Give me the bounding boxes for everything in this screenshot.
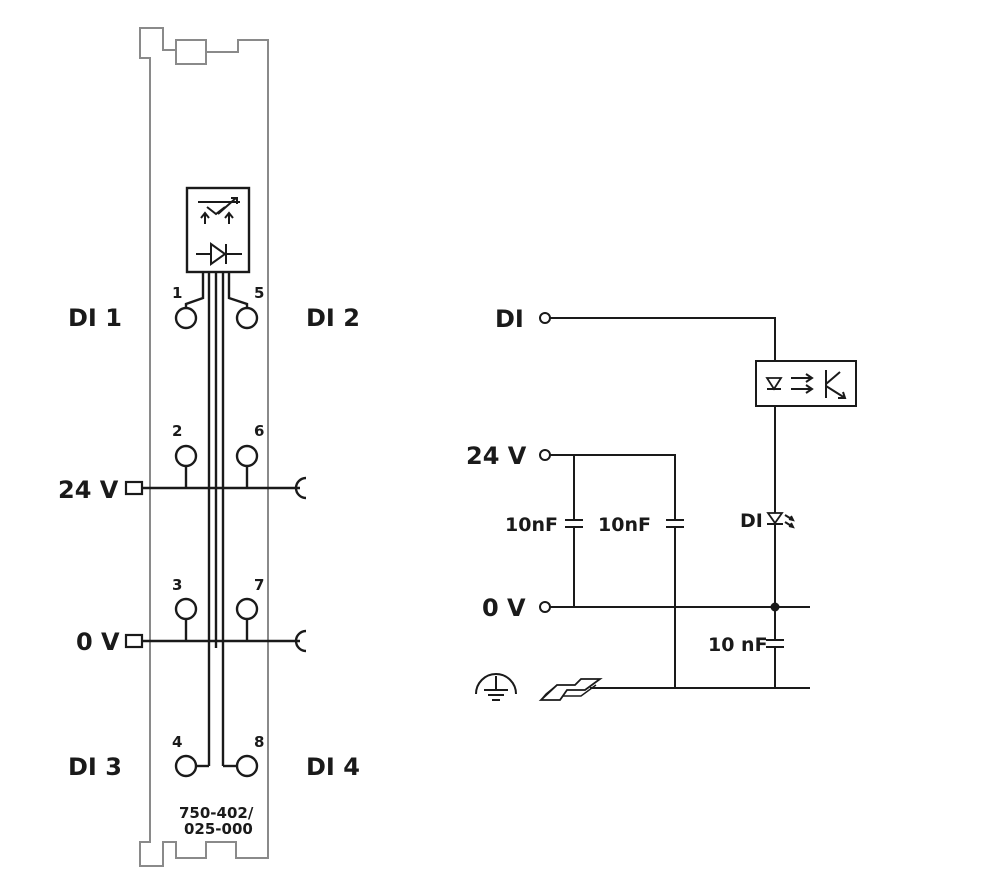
cap1-label: 10nF [505,514,558,536]
terminal-3[interactable]: 3 [172,576,198,621]
terminal-2[interactable]: 2 [172,422,198,468]
capacitor-2 [666,519,684,688]
terminal-6[interactable]: 6 [235,422,264,468]
din-rail-icon [538,678,603,701]
terminal-7[interactable]: 7 [235,576,264,621]
terminal-8[interactable]: 8 [235,733,264,778]
terminal-5[interactable]: 5 [235,284,264,330]
terminal-number: 2 [172,422,182,440]
status-led-box [185,186,251,274]
label-di2: DI 2 [306,304,360,332]
part-number-line2: 025-000 [184,820,253,838]
input-schematic: DI DI 24 V [466,305,857,701]
schematic-0v-label: 0 V [482,594,526,622]
terminal-number: 1 [172,284,182,302]
optocoupler-box [755,360,857,407]
status-led-icon [766,512,795,529]
terminal-number: 8 [254,733,264,751]
protective-earth-icon [475,673,517,701]
diode-icon [196,242,242,266]
rail-0v [124,629,307,653]
module-housing [139,27,269,867]
schematic-24v-label: 24 V [466,442,527,470]
label-0v: 0 V [76,628,120,656]
terminal-number: 6 [254,422,264,440]
part-number-line1: 750-402/ [179,804,254,822]
terminal-number: 5 [254,284,264,302]
di-input-node [539,312,551,324]
cap3-label: 10 nF [708,634,768,656]
schematic-di-label: DI [495,305,524,333]
optocoupler-icon [198,197,240,224]
terminal-number: 7 [254,576,264,594]
terminal-1[interactable]: 1 [172,284,198,330]
io-module: 1 5 2 6 3 7 4 8 [58,27,360,867]
capacitor-1 [565,519,583,607]
terminal-number: 4 [172,733,182,751]
label-di3: DI 3 [68,753,122,781]
cap2-label: 10nF [598,514,651,536]
internal-bus [207,272,225,766]
label-di4: DI 4 [306,753,360,781]
v24-input-node [539,449,551,461]
terminal-4[interactable]: 4 [172,733,198,778]
schematic-led-label: DI [740,510,763,532]
capacitor-3 [766,607,784,688]
terminal-number: 3 [172,576,182,594]
label-24v: 24 V [58,476,119,504]
label-di1: DI 1 [68,304,122,332]
rail-24v [124,476,307,500]
v0-input-node [539,601,551,613]
